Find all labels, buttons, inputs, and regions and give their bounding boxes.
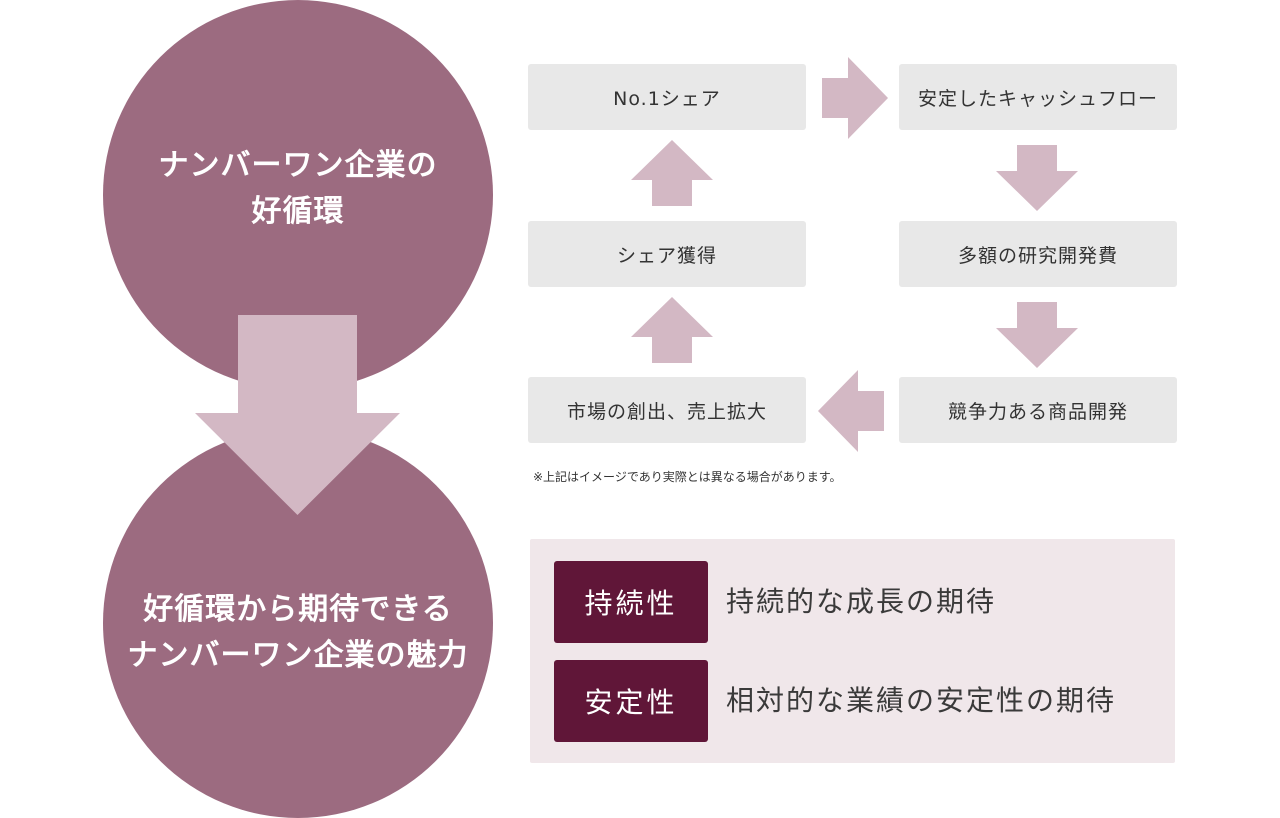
circle-bottom-line-1: 好循環から期待できる: [143, 591, 453, 627]
cycle-box-product: 競争力ある商品開発: [899, 377, 1177, 443]
benefits-panel: 持続性 持続的な成長の期待 安定性 相対的な業績の安定性の期待: [530, 539, 1175, 763]
cycle-box-rnd: 多額の研究開発費: [899, 221, 1177, 287]
cycle-box-market-label: 市場の創出、売上拡大: [566, 400, 767, 423]
cycle-box-acquire: シェア獲得: [528, 221, 806, 287]
cycle-box-share: No.1シェア: [528, 64, 806, 130]
cycle-box-cashflow: 安定したキャッシュフロー: [899, 64, 1177, 130]
arrow-up-icon: [631, 140, 713, 206]
circle-bottom-text: 好循環から期待できる ナンバーワン企業の魅力: [128, 587, 469, 680]
cycle-box-rnd-label: 多額の研究開発費: [957, 244, 1118, 267]
badge-stability-label: 安定性: [584, 686, 678, 719]
arrow-down-icon: [996, 145, 1078, 211]
cycle-box-acquire-label: シェア獲得: [616, 244, 717, 267]
cycle-box-share-label: No.1シェア: [613, 87, 721, 110]
badge-sustainability: 持続性: [554, 561, 708, 643]
arrow-right-icon: [822, 57, 888, 139]
arrow-down-icon: [996, 302, 1078, 368]
cycle-box-product-label: 競争力ある商品開発: [947, 400, 1128, 423]
circle-top-text: ナンバーワン企業の 好循環: [159, 143, 438, 236]
badge-sustainability-label: 持続性: [584, 587, 678, 620]
badge-stability: 安定性: [554, 660, 708, 742]
circle-top-line-1: ナンバーワン企業の: [158, 147, 438, 183]
circle-bottom-line-2: ナンバーワン企業の魅力: [127, 638, 469, 673]
disclaimer-note: ※上記はイメージであり実際とは異なる場合があります。: [533, 470, 842, 484]
circle-top-line-2: 好循環: [251, 194, 345, 229]
cycle-box-market: 市場の創出、売上拡大: [528, 377, 806, 443]
arrow-left-icon: [818, 370, 884, 452]
cycle-box-cashflow-label: 安定したキャッシュフロー: [917, 87, 1158, 110]
benefit-sustainability-text: 持続的な成長の期待: [726, 585, 997, 618]
benefit-stability-text: 相対的な業績の安定性の期待: [726, 684, 1117, 717]
big-down-arrow-icon: [195, 315, 400, 515]
arrow-up-icon: [631, 297, 713, 363]
